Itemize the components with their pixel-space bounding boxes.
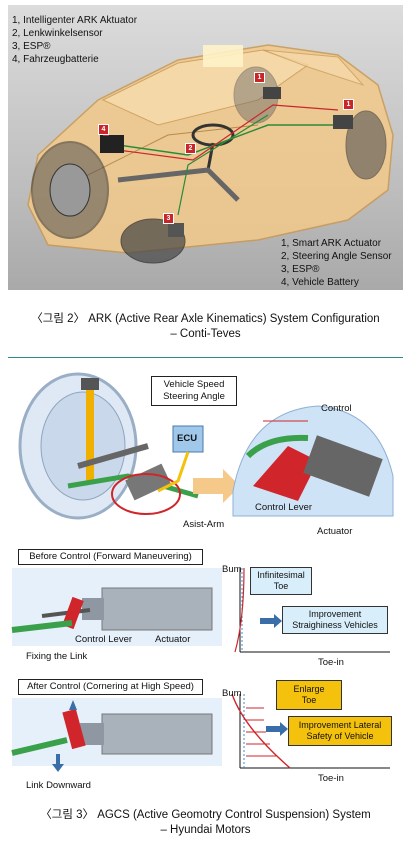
caption-line: 〈그림 2〉 ARK (Active Rear Axle Kinematics)… [31,313,380,325]
legend-item: 3, ESP® [281,264,320,275]
legend-item: 1, Intelligenter ARK Aktuator [12,15,138,26]
legend-item: 3, ESP® [12,41,51,52]
marker-1: 1 [343,99,354,110]
marker-2: 2 [185,143,196,154]
y-axis-label: Bum [222,564,242,575]
box-line: Toe [273,581,289,591]
callout-vehicle-speed: Vehicle Speed Steering Angle [151,376,237,406]
after-illustration [11,698,222,772]
legend-english: 1, Smart ARK Actuator 2, Steering Angle … [281,237,392,289]
box-line: Improvement Lateral [298,720,382,730]
box-line: Improvement [308,609,362,619]
actuator-label: Actuator [155,634,191,645]
box-line: Infinitesimal [257,570,305,580]
ark-figure: 1, Intelligenter ARK Aktuator 2, Lenkwin… [8,5,403,290]
before-illustration [11,568,222,646]
caption-line: 〈그림 3〉 AGCS (Active Geomotry Control Sus… [40,809,371,821]
fixing-link-label: Fixing the Link [26,651,88,662]
marker-1: 1 [254,72,265,83]
box-line: Enlarge [293,684,325,694]
legend-item: 4, Fahrzeugbatterie [12,54,99,65]
straightness-box: Improvement Straighiness Vehicles [282,606,388,634]
agcs-wheel-illustration [18,372,394,520]
legend-item: 2, Lenkwinkelsensor [12,28,103,39]
y-axis-label: Bum [222,688,242,699]
box-line: Toe [301,695,317,705]
caption-line: – Hyundai Motors [160,824,251,836]
control-lever-label: Control Lever [75,634,133,645]
link-downward-label: Link Downward [26,780,91,791]
callout-line: Vehicle Speed [163,379,225,390]
enlarge-toe-box: Enlarge Toe [276,680,342,710]
legend-item: 2, Steering Angle Sensor [281,251,392,262]
control-lever-label: Control Lever [255,502,313,513]
caption-line: – Conti-Teves [170,328,241,340]
before-control-title: Before Control (Forward Maneuvering) [18,549,203,565]
actuator-label: Actuator [317,526,353,537]
after-control-title: After Control (Cornering at High Speed) [18,679,203,695]
legend-german: 1, Intelligenter ARK Aktuator 2, Lenkwin… [12,14,137,66]
after-graph [231,693,390,769]
marker-3: 3 [163,213,174,224]
before-graph [234,567,390,653]
figure2-caption: 〈그림 3〉 AGCS (Active Geomotry Control Sus… [8,808,403,838]
legend-item: 4, Vehicle Battery [281,277,359,288]
callout-line: Steering Angle [163,391,225,402]
figure1-caption: 〈그림 2〉 ARK (Active Rear Axle Kinematics)… [8,312,403,342]
section-divider [8,357,403,358]
box-line: Straighiness Vehicles [292,620,378,630]
control-label: Control [321,403,352,414]
assist-arm-label: Asist-Arm [183,519,225,530]
lateral-safety-box: Improvement Lateral Safety of Vehicle [288,716,392,746]
x-axis-label: Toe-in [318,657,344,668]
ecu-label: ECU [177,433,198,444]
legend-item: 1, Smart ARK Actuator [281,238,382,249]
marker-4: 4 [98,124,109,135]
car-illustration [27,44,394,264]
box-line: Safety of Vehicle [306,731,374,741]
infinitesimal-toe-box: Infinitesimal Toe [250,567,312,595]
x-axis-label: Toe-in [318,773,344,784]
